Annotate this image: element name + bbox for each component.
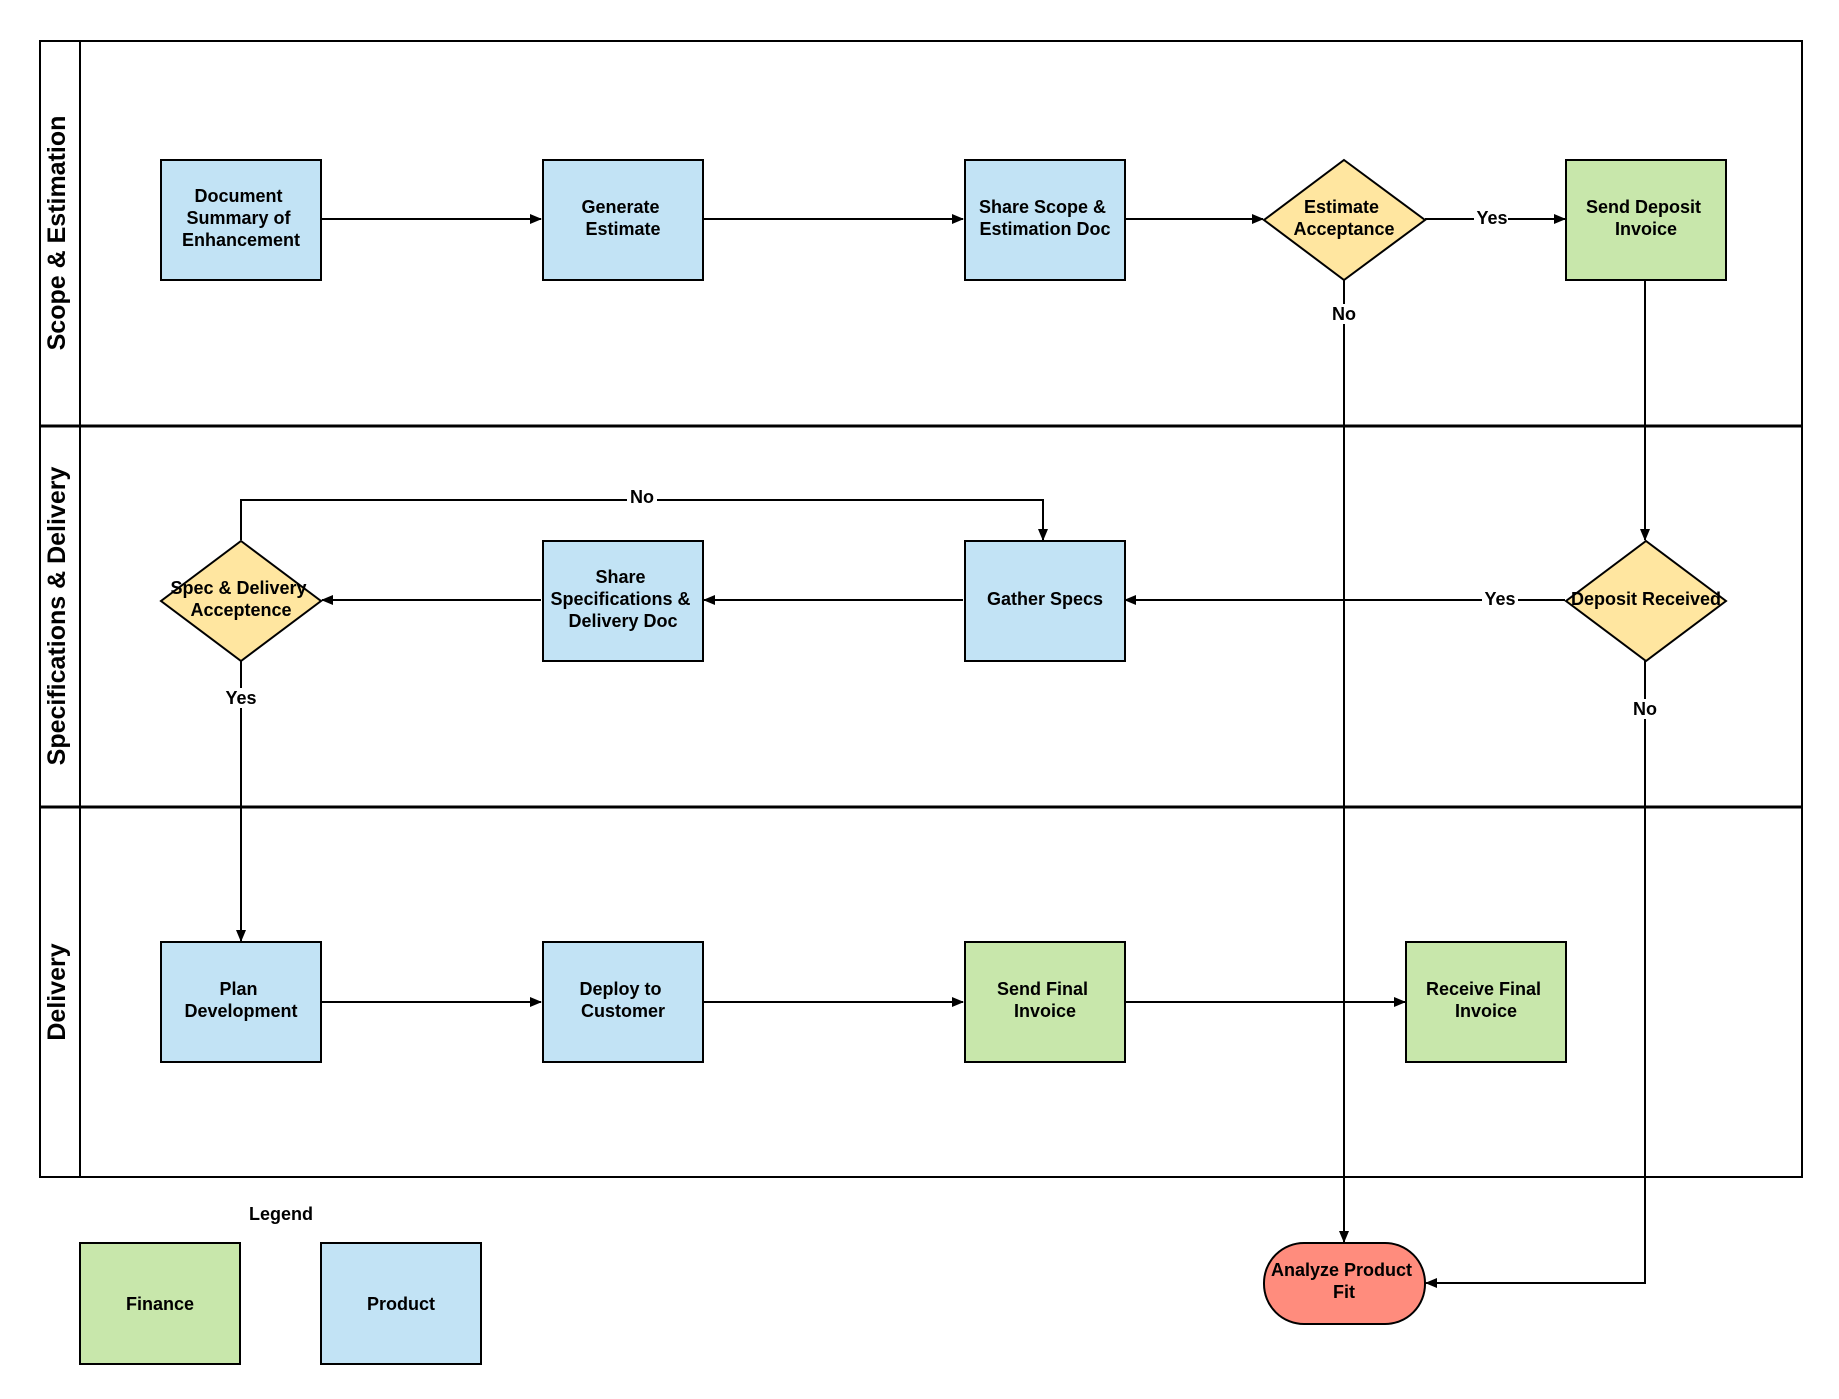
svg-text:Gather Specs: Gather Specs [987, 589, 1103, 609]
svg-text:Receive Final Invoice: Receive Final Invoice [1426, 979, 1546, 1021]
process-box [964, 540, 1126, 662]
decision-diamond [1262, 158, 1427, 282]
node-share-scope: Share Scope & Estimation Doc [964, 159, 1126, 281]
svg-text:Spec & Delivery Accept: Spec & Delivery Acceptence [170, 578, 311, 620]
svg-text:Send Deposit Invoice: Send Deposit Invoice [1586, 197, 1706, 239]
node-label-line: Send Deposit [1586, 197, 1701, 217]
node-label-line: Invoice [1615, 219, 1677, 239]
process-box [1565, 159, 1727, 281]
node-label-line: Share Scope & [979, 197, 1106, 217]
process-box [160, 159, 322, 281]
node-document-summary: Document Summary of Enhancement [160, 159, 322, 281]
svg-text:Share Specifications &: Share Specifications & Delivery Doc [550, 567, 695, 631]
lane-title-delivery: Delivery [43, 943, 71, 1040]
node-label-line: Acceptence [190, 600, 291, 620]
node-label-line: Document [194, 186, 282, 206]
svg-text:Analyze Product Fit: Analyze Product Fit [1271, 1260, 1417, 1302]
edge-label-no: No [1633, 699, 1657, 719]
label-bg [1482, 589, 1518, 609]
node-send-final-invoice: Send Final Invoice [964, 941, 1126, 1063]
node-generate-estimate: Generate Estimate [542, 159, 704, 281]
node-label-line: Deploy to [579, 979, 661, 999]
node-label-line: Estimation Doc [979, 219, 1110, 239]
label-bg [627, 487, 657, 507]
node-label-line: Estimate [1304, 197, 1379, 217]
node-label-line: Development [184, 1001, 297, 1021]
process-box [542, 540, 704, 662]
process-box [964, 159, 1126, 281]
svg-text:Send Final Invoice: Send Final Invoice [997, 979, 1093, 1021]
svg-text:Deploy to Customer: Deploy to Customer [579, 979, 666, 1021]
node-label-line: Gather Specs [987, 589, 1103, 609]
edge-label-no: No [1332, 304, 1356, 324]
legend-title: Legend [249, 1204, 313, 1224]
node-label-line: Spec & Delivery [170, 578, 306, 598]
lane-title-scope: Scope & Estimation [43, 116, 71, 351]
node-estimate-acceptance: Estimate Acceptance [1262, 158, 1427, 282]
node-label-line: Specifications & [550, 589, 690, 609]
svg-text:Generate Estimate: Generate Estimate [581, 197, 664, 239]
node-label-line: Enhancement [182, 230, 300, 250]
node-gather-specs: Gather Specs [964, 540, 1126, 662]
node-deploy-to-customer: Deploy to Customer [542, 941, 704, 1063]
node-send-deposit-invoice: Send Deposit Invoice [1565, 159, 1727, 281]
node-analyze-product-fit: Analyze Product Fit [1263, 1242, 1426, 1325]
edge-label-yes: Yes [225, 688, 256, 708]
process-box [964, 941, 1126, 1063]
node-label-line: Customer [581, 1001, 665, 1021]
process-box [542, 941, 704, 1063]
node-share-specifications: Share Specifications & Delivery Doc [542, 540, 704, 662]
terminal-shape [1263, 1242, 1426, 1325]
edge-label-yes: Yes [1476, 208, 1507, 228]
node-label-line: Fit [1333, 1282, 1355, 1302]
label-bg [1329, 304, 1359, 324]
node-label-line: Acceptance [1293, 219, 1394, 239]
legend-swatch [79, 1242, 241, 1365]
svg-text:Estimate Acceptance: Estimate Acceptance [1293, 197, 1394, 239]
connector-received-no-to-analyze [1425, 661, 1646, 1288]
node-label-line: Plan [219, 979, 257, 999]
svg-text:Document Summary of: Document Summary of Enhancement [182, 186, 300, 250]
node-label-line: Send Final [997, 979, 1088, 999]
node-label-line: Estimate [585, 219, 660, 239]
label-bg [222, 688, 260, 708]
legend-item-product: Product [320, 1242, 482, 1365]
node-plan-development: Plan Development [160, 941, 322, 1063]
node-label-line: Analyze Product [1271, 1260, 1412, 1280]
node-label-line: Generate [581, 197, 659, 217]
legend-label: Product [367, 1294, 435, 1314]
node-label-line: Receive Final [1426, 979, 1541, 999]
node-label-line: Invoice [1014, 1001, 1076, 1021]
node-label-line: Invoice [1455, 1001, 1517, 1021]
process-box [542, 159, 704, 281]
edge-label-no: No [630, 487, 654, 507]
node-label-line: Summary of [186, 208, 291, 228]
svg-text:Deposit Received: Deposit Received [1571, 589, 1721, 609]
node-label-line: Share [595, 567, 645, 587]
lane-specs-frame [39, 425, 1803, 808]
legend: Legend Finance Product [79, 1204, 482, 1365]
legend-swatch [320, 1242, 482, 1365]
decision-diamond [1564, 539, 1728, 663]
process-box [1405, 941, 1567, 1063]
swimlanes: Scope & Estimation Specifications & Deli… [39, 40, 1803, 1178]
connectors: Yes No Yes No No Yes [222, 208, 1660, 1288]
edge-label-yes: Yes [1484, 589, 1515, 609]
svg-text:Share Scope & Estimati: Share Scope & Estimation Doc [979, 197, 1111, 239]
label-bg [1630, 699, 1660, 719]
node-deposit-received: Deposit Received [1564, 539, 1728, 663]
node-receive-final-invoice: Receive Final Invoice [1405, 941, 1567, 1063]
node-label-line: Deposit Received [1571, 589, 1721, 609]
legend-label: Finance [126, 1294, 194, 1314]
lane-title-specs: Specifications & Delivery [43, 467, 71, 766]
decision-diamond [159, 539, 323, 663]
process-nodes: Document Summary of Enhancement Generate… [159, 158, 1728, 1325]
legend-item-finance: Finance [79, 1242, 241, 1365]
process-box [160, 941, 322, 1063]
node-spec-delivery-acceptance: Spec & Delivery Acceptence [159, 539, 323, 663]
node-label-line: Delivery Doc [568, 611, 677, 631]
svg-text:Plan Development: Plan Development [184, 979, 297, 1021]
label-bg [1474, 208, 1508, 228]
